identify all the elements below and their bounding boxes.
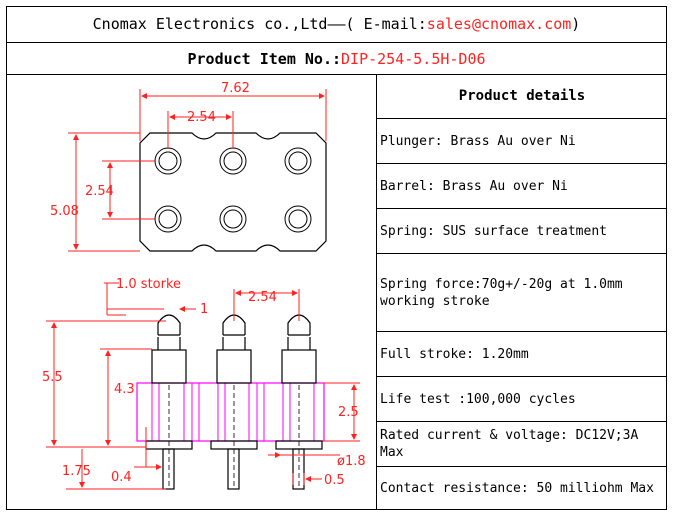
dim-width: 7.62 <box>221 81 250 96</box>
detail-rated-current: Rated current & voltage: DC12V;3A Max <box>377 422 667 467</box>
details-title: Product details <box>377 75 667 119</box>
company-header: Cnomax Electronics co.,Ltd——( E-mail: sa… <box>6 6 667 43</box>
pin-2 <box>210 314 258 490</box>
dim-height: 5.08 <box>50 204 79 219</box>
item-label: Product Item No.: <box>187 49 342 68</box>
pogo-pins <box>145 314 323 490</box>
product-details-panel: Product details Plunger: Brass Au over N… <box>377 75 667 510</box>
dim-tail-diameter: 0.4 <box>111 470 132 485</box>
detail-spring: Spring: SUS surface treatment <box>377 209 667 254</box>
technical-drawing: 7.62 2.54 2.54 5.08 <box>6 75 377 510</box>
dim-row-pitch: 2.54 <box>85 184 114 199</box>
product-item-row: Product Item No.: DIP-254-5.5H-D06 <box>6 43 667 75</box>
dim-pitch: 2.54 <box>187 110 216 125</box>
dim-total-height: 5.5 <box>42 370 63 385</box>
email-link[interactable]: sales@cnomax.com <box>426 15 572 33</box>
detail-spring-force: Spring force:70g+/-20g at 1.0mm working … <box>377 254 667 332</box>
dim-stroke-value: 1 <box>200 302 208 317</box>
side-dimensions <box>46 282 360 490</box>
header-close: ) <box>571 15 581 33</box>
detail-life-test: Life test :100,000 cycles <box>377 377 667 422</box>
detail-full-stroke: Full stroke: 1.20mm <box>377 332 667 377</box>
company-name: Cnomax Electronics co.,Ltd——( E-mail: <box>92 15 427 33</box>
drawing-svg: 7.62 2.54 2.54 5.08 <box>42 81 366 490</box>
dim-tail-width: 0.5 <box>324 473 345 488</box>
dim-tail-length: 1.75 <box>62 464 91 479</box>
dim-head-diameter: ø1.8 <box>337 454 366 469</box>
item-number: DIP-254-5.5H-D06 <box>341 49 486 68</box>
spec-sheet-frame <box>6 6 667 510</box>
pin-3 <box>275 314 323 490</box>
dim-side-pitch: 2.54 <box>248 290 277 305</box>
dim-body-height: 4.3 <box>114 382 135 397</box>
dim-stroke-label: 1.0 storke <box>116 277 181 292</box>
top-dimensions <box>68 89 327 252</box>
insulator-hatch <box>151 383 315 441</box>
insulator-body <box>136 382 325 442</box>
dim-insulator: 2.5 <box>338 405 359 420</box>
side-view: 1.0 storke 1 2.54 5.5 4.3 2.5 1.75 0.4 ø… <box>42 277 366 490</box>
housing-outline <box>139 132 327 252</box>
detail-barrel: Barrel: Brass Au over Ni <box>377 164 667 209</box>
detail-plunger: Plunger: Brass Au over Ni <box>377 119 667 164</box>
detail-contact-resistance: Contact resistance: 50 milliohm Max <box>380 481 654 496</box>
pin-hole-grid <box>154 147 312 233</box>
top-view: 7.62 2.54 2.54 5.08 <box>50 81 327 252</box>
pin-1 <box>145 314 193 490</box>
